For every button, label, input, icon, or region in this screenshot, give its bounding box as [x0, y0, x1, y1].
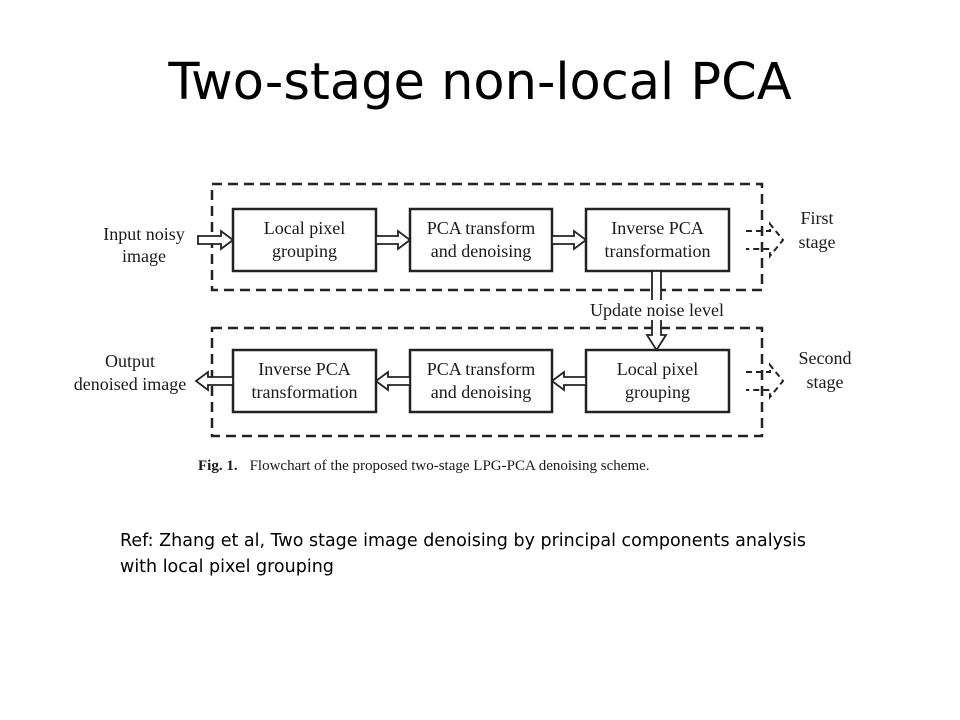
stage2-box1-line1: Inverse PCA: [258, 359, 351, 379]
second-stage-label-line2: stage: [807, 372, 844, 392]
stage1-container: [210, 182, 764, 292]
stage2-box1-line2: transformation: [252, 382, 358, 402]
caption-text: Flowchart of the proposed two-stage LPG-…: [250, 458, 650, 474]
stage2-box-local-grouping: [584, 348, 731, 414]
stage1-box1-line1: Local pixel: [264, 218, 345, 238]
stage2-container: [210, 326, 764, 438]
stage1-box-local-grouping: [231, 207, 378, 273]
update-label-background: [584, 300, 732, 320]
stage2-box2-line2: and denoising: [431, 382, 532, 402]
stage2-box3-line2: grouping: [625, 382, 690, 402]
caption-bold: Fig. 1.: [198, 458, 238, 474]
stage1-box1-line2: grouping: [272, 241, 337, 261]
stage1-box3-line1: Inverse PCA: [611, 218, 704, 238]
arrow-stage1-box2-to-box3: [551, 229, 588, 251]
stage1-box2-line1: PCA transform: [427, 218, 536, 238]
output-label-line1: Output: [105, 351, 155, 371]
first-stage-label-line2: stage: [799, 232, 836, 252]
stage2-dashed-arrow: [746, 362, 785, 400]
stage2-box2-line1: PCA transform: [427, 359, 536, 379]
stage1-box-pca-denoising: [408, 207, 554, 273]
slide-title: Two-stage non-local PCA: [168, 53, 792, 112]
stage1-box2-line2: and denoising: [431, 241, 532, 261]
stage1-dashed-arrow: [746, 221, 785, 259]
second-stage-label-line1: Second: [799, 348, 852, 368]
input-label-line1: Input noisy: [103, 224, 185, 244]
stage2-box-inverse-pca: [231, 348, 378, 414]
arrow-input-to-stage1: [197, 229, 235, 251]
reference-text: Ref: Zhang et al, Two stage image denois…: [120, 531, 807, 577]
update-noise-level-label: Update noise level: [590, 300, 724, 320]
first-stage-label-line1: First: [800, 208, 833, 228]
output-label-line2: denoised image: [74, 374, 186, 394]
arrow-stage2-box3-to-box2: [550, 370, 587, 392]
input-label-line2: image: [122, 246, 166, 266]
arrow-stage2-box2-to-box1: [374, 370, 411, 392]
stage1-box-inverse-pca: [584, 207, 731, 273]
arrow-stage2-to-output: [194, 370, 234, 392]
stage2-box3-line1: Local pixel: [617, 359, 698, 379]
figure-caption: Fig. 1. Flowchart of the proposed two-st…: [198, 457, 650, 474]
arrow-stage1-box1-to-box2: [375, 229, 412, 251]
stage1-box3-line2: transformation: [605, 241, 711, 261]
